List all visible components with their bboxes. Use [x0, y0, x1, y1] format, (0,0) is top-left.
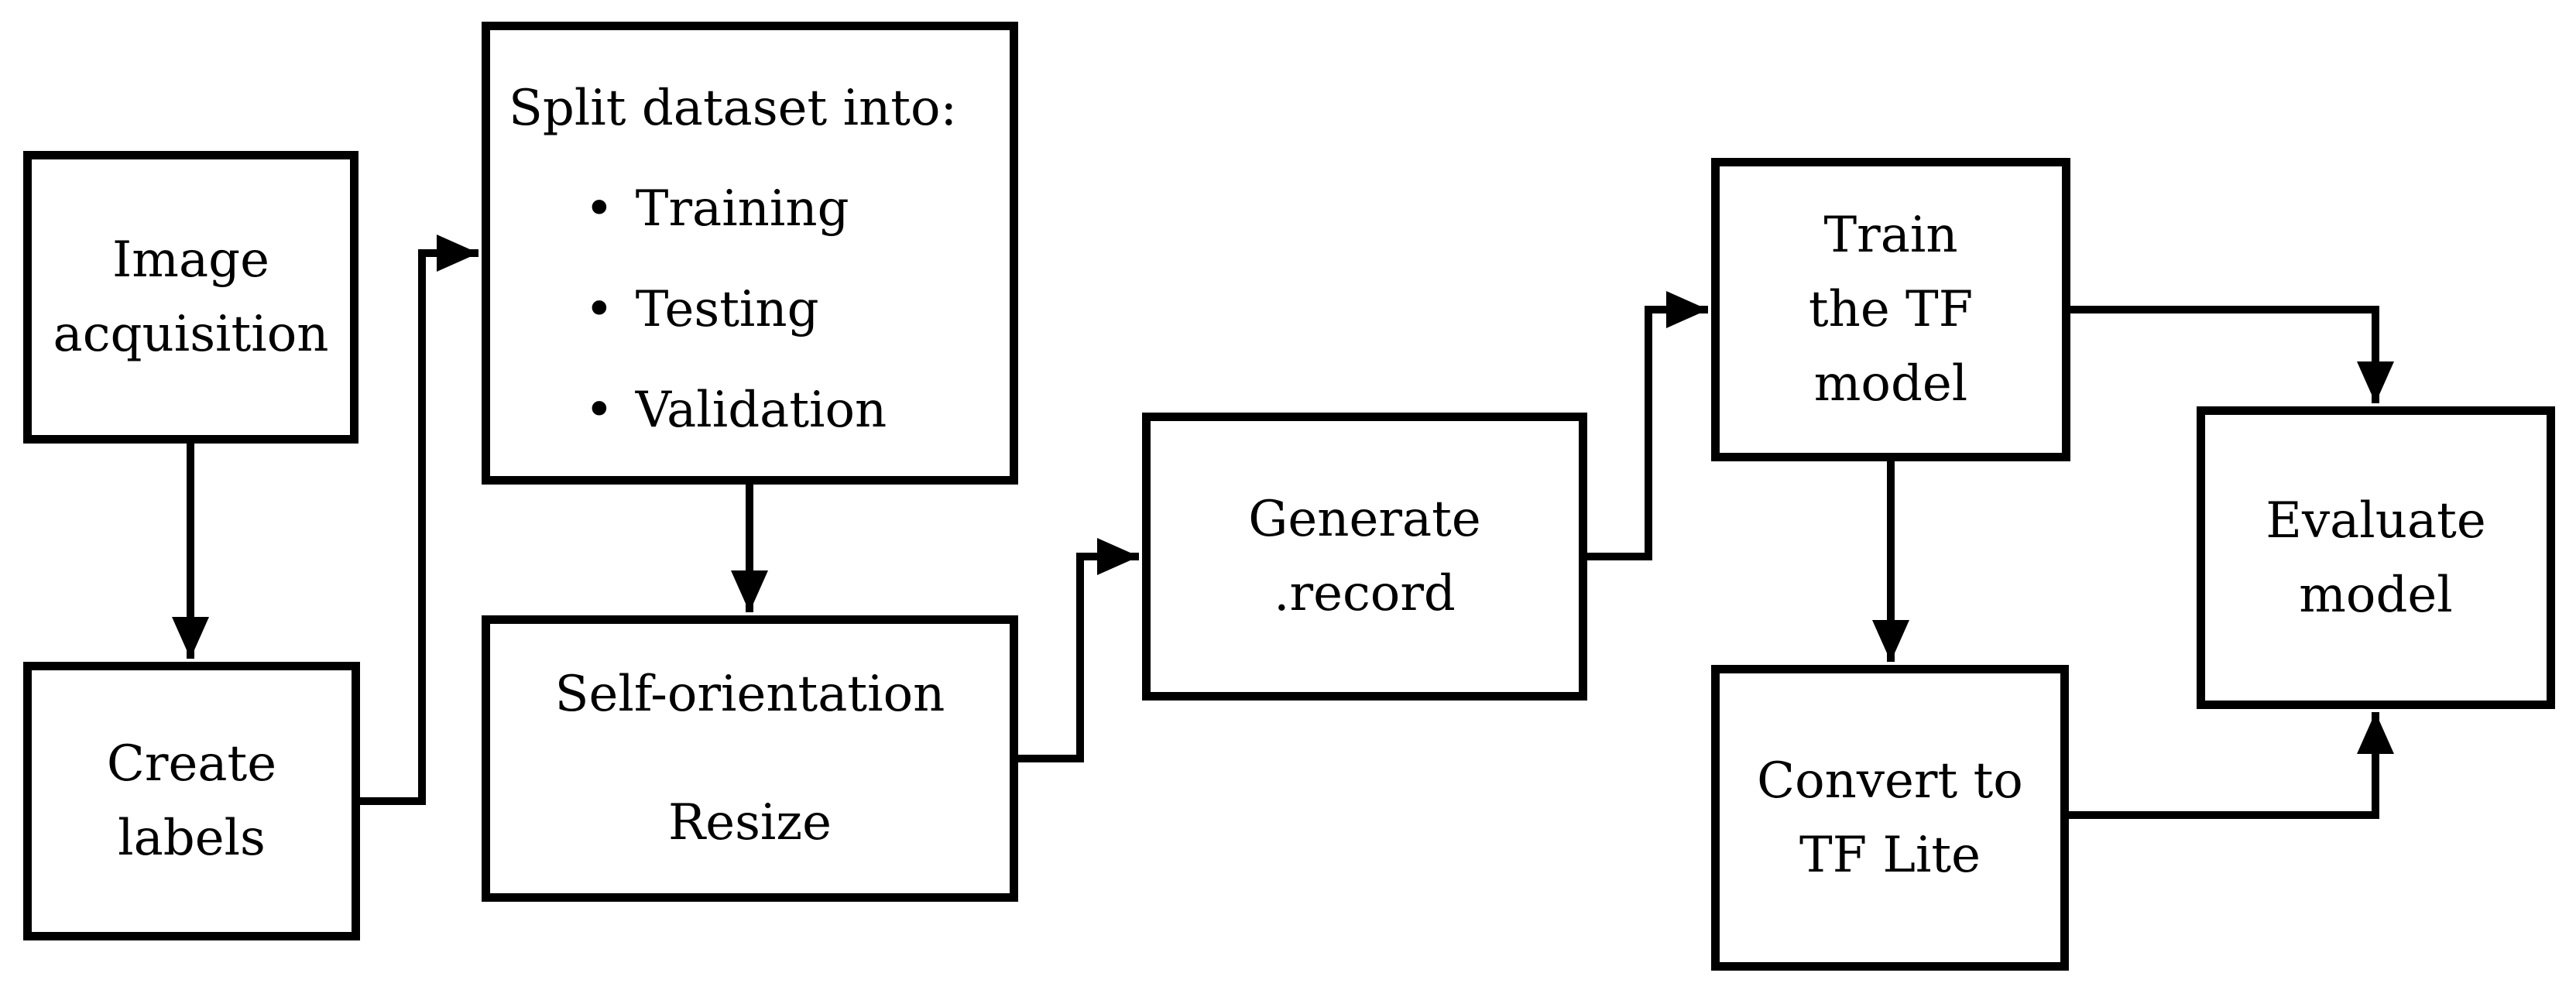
node-self-orientation-line2: Resize [668, 794, 832, 851]
list-item-label: Validation [635, 382, 887, 439]
node-evaluate-model-label: Evaluate model [2266, 492, 2486, 624]
node-image-acquisition-label: Image acquisition [53, 231, 329, 363]
node-generate-record-label: Generate .record [1248, 491, 1481, 622]
list-item: • Testing [585, 259, 887, 360]
arrow-self-orientation-to-generate-record [1018, 538, 1139, 762]
node-split-dataset: Split dataset into: • Training • Testing… [482, 22, 1018, 485]
arrow-generate-record-to-train-tf-model [1587, 291, 1708, 560]
list-item-label: Testing [635, 281, 819, 338]
node-convert-tf-lite-label: Convert to TF Lite [1757, 752, 2023, 884]
list-item: • Training [585, 159, 887, 259]
node-convert-tf-lite: Convert to TF Lite [1711, 665, 2069, 971]
node-self-orientation-line1: Self-orientation [554, 666, 945, 723]
split-dataset-list: • Training • Testing • Validation [509, 159, 887, 461]
node-image-acquisition: Image acquisition [23, 151, 358, 444]
node-train-tf-model: Train the TF model [1711, 158, 2070, 461]
node-split-dataset-title: Split dataset into: [509, 80, 958, 137]
arrow-create-labels-to-split-dataset [360, 235, 478, 805]
list-item-label: Training [635, 180, 849, 238]
node-train-tf-model-label: Train the TF model [1808, 207, 1974, 413]
node-create-labels-label: Create labels [106, 735, 277, 867]
bullet-icon: • [585, 180, 614, 238]
node-generate-record: Generate .record [1142, 413, 1587, 701]
list-item: • Validation [585, 360, 887, 461]
arrow-convert-tf-lite-to-evaluate-model [2069, 712, 2394, 819]
node-evaluate-model: Evaluate model [2197, 406, 2555, 709]
bullet-icon: • [585, 281, 614, 338]
arrow-train-tf-model-to-evaluate-model [2070, 306, 2394, 403]
bullet-icon: • [585, 382, 614, 439]
node-self-orientation: Self-orientation Resize [482, 615, 1018, 902]
node-create-labels: Create labels [23, 662, 360, 940]
